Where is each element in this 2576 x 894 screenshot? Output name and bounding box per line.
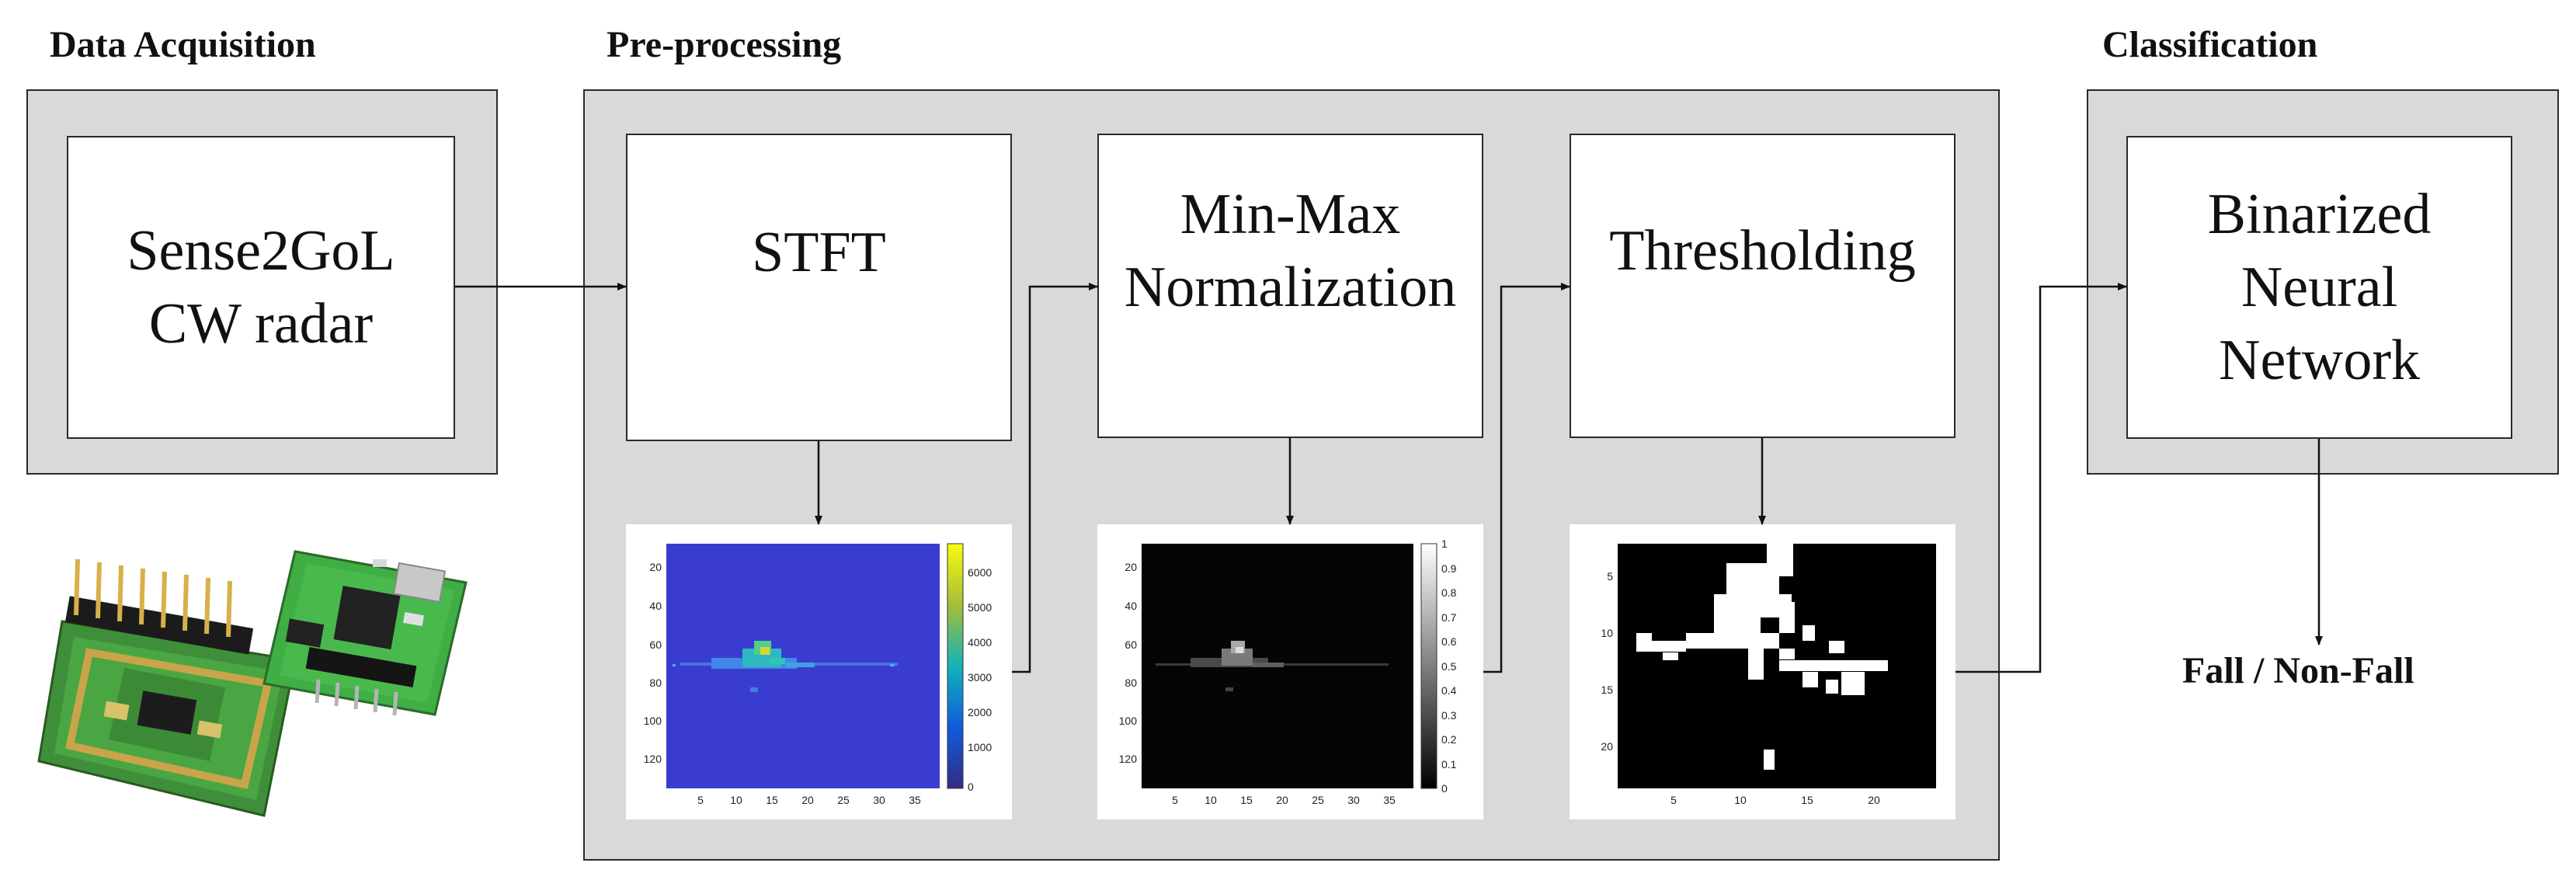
svg-text:25: 25: [1312, 794, 1324, 806]
normalized-colorbar-ticks: 1 0.9 0.8 0.7 0.6 0.5 0.4 0.3 0.2 0.1 0: [1441, 537, 1457, 795]
svg-text:0.7: 0.7: [1441, 611, 1457, 624]
svg-text:0.4: 0.4: [1441, 684, 1457, 697]
svg-text:20: 20: [649, 561, 662, 573]
svg-text:15: 15: [1240, 794, 1253, 806]
svg-text:0.9: 0.9: [1441, 562, 1457, 575]
svg-text:2000: 2000: [968, 706, 992, 718]
normalized-spectrogram: 20 40 60 80 100 120 5 10 15 20 25 30 35 …: [1097, 524, 1483, 819]
svg-text:40: 40: [1125, 600, 1137, 612]
svg-text:0.3: 0.3: [1441, 709, 1457, 722]
box-stft: STFT: [626, 134, 1012, 441]
binary-x-ticks: 5 10 15 20: [1670, 794, 1880, 806]
svg-text:120: 120: [644, 753, 662, 765]
svg-text:20: 20: [1276, 794, 1288, 806]
radar-board-photo: [31, 528, 497, 823]
box-binarized-neural-network: Binarized Neural Network: [2126, 136, 2512, 439]
stft-spectrogram: 20 40 60 80 100 120 5 10 15 20 25 30 35 …: [626, 524, 1012, 819]
svg-text:10: 10: [730, 794, 742, 806]
svg-text:20: 20: [1868, 794, 1880, 806]
svg-text:100: 100: [1119, 715, 1138, 727]
svg-text:5: 5: [1172, 794, 1178, 806]
svg-text:15: 15: [766, 794, 778, 806]
svg-text:0.2: 0.2: [1441, 733, 1457, 746]
stft-colorbar-ticks: 6000 5000 4000 3000 2000 1000 0: [968, 566, 992, 793]
thresholded-binary-image: 5 10 15 20 5 10 15 20: [1570, 524, 1955, 819]
svg-text:15: 15: [1601, 684, 1613, 696]
fall-non-fall-output: Fall / Non-Fall: [2182, 650, 2414, 691]
arrow-normalized-to-thresholding: [1483, 283, 1570, 673]
box-thresholding: Thresholding: [1570, 134, 1955, 438]
svg-text:100: 100: [644, 715, 662, 727]
svg-text:1000: 1000: [968, 741, 992, 753]
min-max-label: Min-Max Normalization: [1124, 183, 1457, 319]
normalized-x-ticks: 5 10 15 20 25 30 35: [1172, 794, 1396, 806]
box-min-max-normalization: Min-Max Normalization: [1097, 134, 1483, 438]
arrow-binary-to-bnn: [1955, 283, 2127, 673]
svg-text:0.6: 0.6: [1441, 635, 1457, 648]
svg-text:30: 30: [873, 794, 885, 806]
normalized-y-ticks: 20 40 60 80 100 120: [1119, 561, 1138, 765]
svg-text:5000: 5000: [968, 601, 992, 614]
binary-y-ticks: 5 10 15 20: [1601, 570, 1613, 753]
svg-text:15: 15: [1801, 794, 1813, 806]
svg-text:20: 20: [1601, 740, 1613, 753]
svg-text:120: 120: [1119, 753, 1138, 765]
arrow-spectrogram-to-normalization: [1012, 283, 1098, 673]
svg-text:3000: 3000: [968, 671, 992, 684]
svg-text:20: 20: [801, 794, 814, 806]
heading-data-acquisition: Data Acquisition: [50, 24, 316, 65]
svg-text:1: 1: [1441, 537, 1448, 550]
svg-text:0.5: 0.5: [1441, 660, 1457, 673]
sense2gol-label: Sense2GoL CW radar: [127, 219, 395, 356]
thresholding-label: Thresholding: [1609, 219, 1916, 283]
svg-text:5: 5: [1607, 570, 1613, 583]
stft-label: STFT: [752, 221, 886, 284]
svg-text:60: 60: [1125, 638, 1137, 651]
svg-text:35: 35: [1383, 794, 1396, 806]
stft-colorbar: [947, 543, 964, 789]
svg-text:6000: 6000: [968, 566, 992, 579]
heading-classification: Classification: [2102, 24, 2318, 65]
svg-text:10: 10: [1734, 794, 1747, 806]
svg-text:10: 10: [1205, 794, 1217, 806]
svg-text:0: 0: [968, 781, 974, 793]
svg-text:35: 35: [909, 794, 921, 806]
svg-text:80: 80: [649, 677, 662, 689]
svg-text:4000: 4000: [968, 636, 992, 649]
svg-text:30: 30: [1347, 794, 1360, 806]
svg-text:60: 60: [649, 638, 662, 651]
box-sense2gol-radar: Sense2GoL CW radar: [67, 136, 455, 439]
bnn-label: Binarized Neural Network: [2207, 183, 2432, 392]
svg-text:10: 10: [1601, 627, 1613, 639]
svg-text:80: 80: [1125, 677, 1137, 689]
svg-text:0: 0: [1441, 782, 1448, 795]
svg-text:25: 25: [837, 794, 850, 806]
normalized-hotspots: [1156, 641, 1389, 691]
svg-text:5: 5: [1670, 794, 1677, 806]
svg-text:0.1: 0.1: [1441, 758, 1457, 771]
normalized-colorbar: [1420, 543, 1437, 789]
svg-text:0.8: 0.8: [1441, 586, 1457, 599]
svg-text:40: 40: [649, 600, 662, 612]
binary-white-pixels: [1636, 544, 1888, 770]
stft-x-ticks: 5 10 15 20 25 30 35: [697, 794, 921, 806]
stft-hotspots: [673, 641, 898, 692]
svg-text:5: 5: [697, 794, 704, 806]
svg-text:20: 20: [1125, 561, 1137, 573]
stft-y-ticks: 20 40 60 80 100 120: [644, 561, 662, 765]
heading-pre-processing: Pre-processing: [607, 24, 842, 65]
